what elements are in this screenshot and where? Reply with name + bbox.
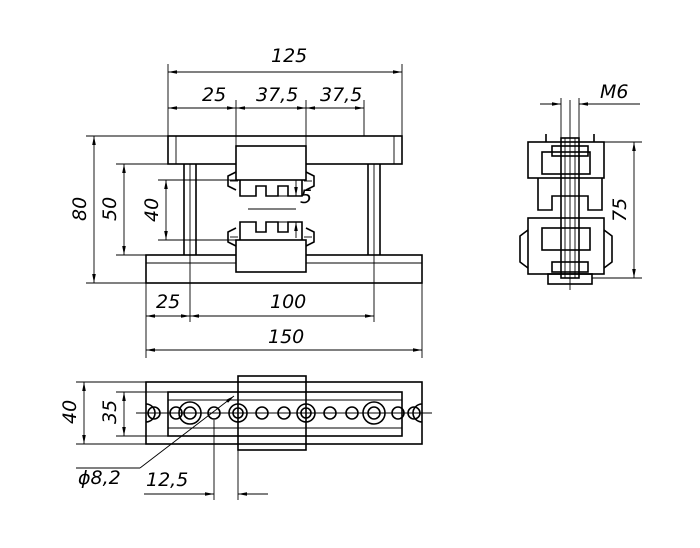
dim-gap-5: 5	[266, 180, 312, 238]
dim-label-37-5-a: 37,5	[256, 84, 298, 106]
side-view: M6 75	[519, 81, 642, 290]
dim-vertical-left: 80 50 40	[69, 135, 236, 284]
dim-label-150: 150	[268, 326, 304, 348]
dim-label-25-base: 25	[156, 291, 180, 313]
dim-pitch: 12,5	[144, 420, 268, 500]
dim-label-100: 100	[270, 291, 306, 313]
dim-base: 25 100 150	[145, 255, 423, 358]
dim-diameter: ϕ8,2	[76, 395, 235, 489]
dim-row-top: 25 37,5 37,5	[168, 84, 365, 146]
dim-top-width: 40 35	[59, 381, 168, 445]
top-view: 40 35 ϕ8,2 12,5	[59, 375, 432, 500]
dim-label-5: 5	[300, 186, 312, 208]
dim-label-m6: M6	[600, 81, 628, 103]
lower-grip	[227, 221, 315, 273]
dim-label-40-top: 40	[59, 400, 81, 424]
dim-75: 75	[592, 141, 642, 279]
dim-label-12-5: 12,5	[146, 469, 188, 491]
dim-m6: M6	[540, 81, 640, 138]
dim-label-25-top: 25	[202, 84, 226, 106]
dim-label-37-5-b: 37,5	[320, 84, 362, 106]
dim-label-80: 80	[69, 197, 91, 221]
dim-label-35: 35	[99, 400, 121, 424]
holes	[147, 401, 421, 425]
dim-125: 125	[167, 45, 403, 136]
dim-label-50: 50	[99, 197, 121, 221]
dim-label-75: 75	[609, 198, 631, 222]
front-view: 125 25 37,5 37,5 80 50	[69, 45, 423, 358]
dim-label-40: 40	[141, 198, 163, 222]
dim-label-d8-2: ϕ8,2	[78, 467, 121, 489]
dim-label-125: 125	[271, 45, 307, 67]
